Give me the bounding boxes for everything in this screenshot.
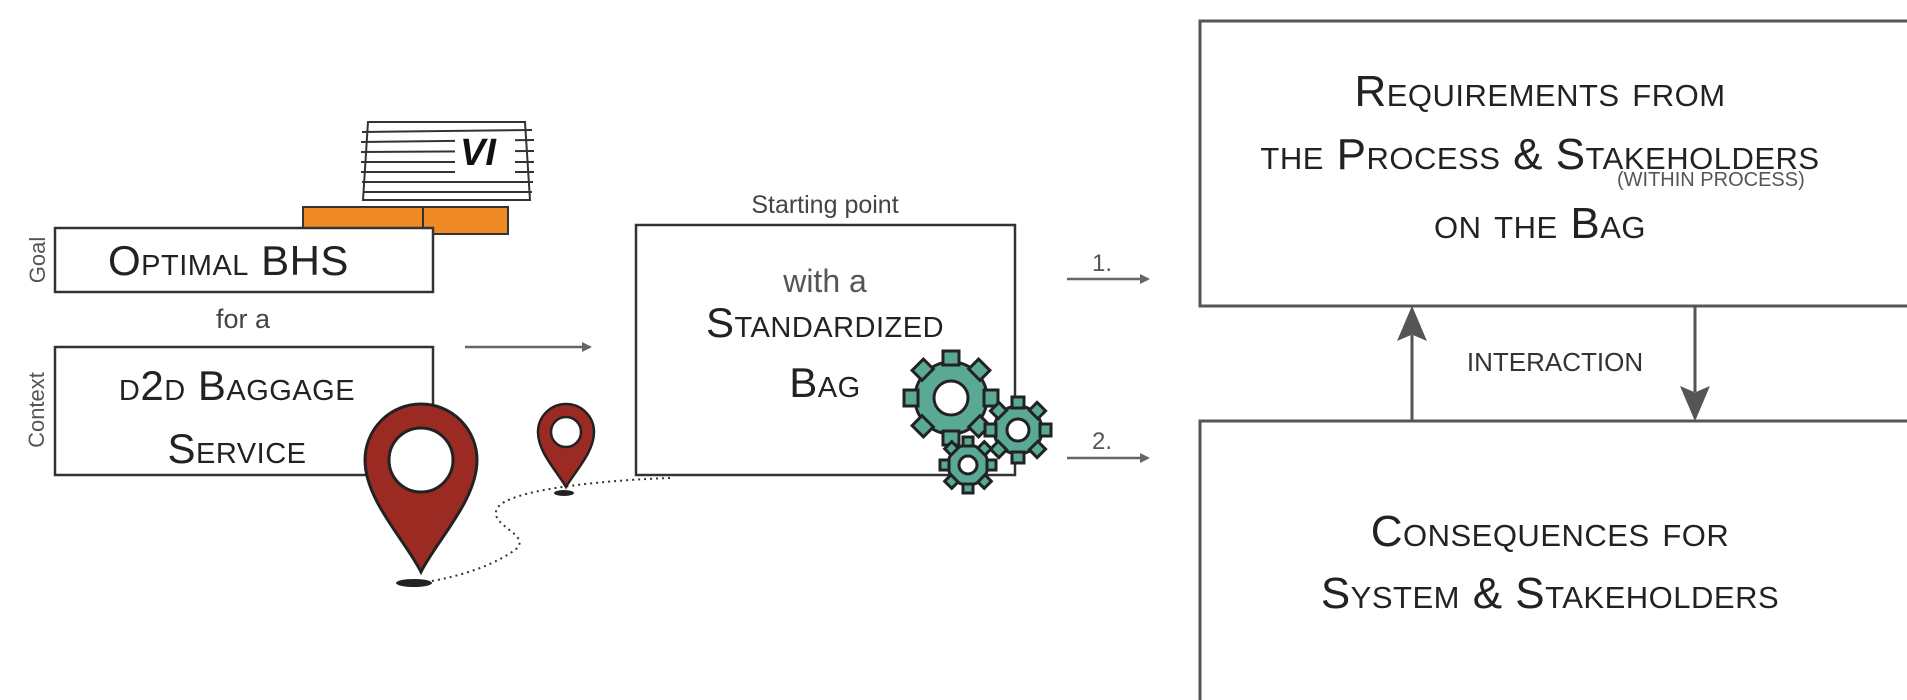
large-location-pin-icon xyxy=(363,402,479,587)
requirements-line-3: on the Bag xyxy=(1433,199,1647,248)
consequences-line-1: Consequences for xyxy=(1370,507,1730,556)
requirements-box xyxy=(1198,19,1907,308)
consequences-box xyxy=(1198,419,1907,700)
step-2-label: 2. xyxy=(1092,428,1113,455)
gears-icon xyxy=(902,349,1053,495)
requirements-line-1: Requirements from xyxy=(1354,67,1726,116)
goal-axis-label: Goal xyxy=(25,236,50,284)
requirements-note: (WITHIN PROCESS) xyxy=(1617,169,1805,191)
interaction-label: INTERACTION xyxy=(1466,347,1644,377)
goal-text: Optimal BHS xyxy=(108,237,349,284)
starting-point-caption: Starting point xyxy=(751,191,899,219)
context-axis-label: Context xyxy=(24,372,49,448)
context-line-1: d2d Baggage xyxy=(118,362,356,409)
context-line-2: Service xyxy=(167,425,307,472)
starting-point-line-1: with a xyxy=(783,263,867,299)
logo-text: VI xyxy=(460,132,496,174)
requirements-line-2: the Process & Stakeholders xyxy=(1260,130,1820,179)
baggage-system-logo-icon xyxy=(302,121,535,235)
goal-box xyxy=(53,226,435,294)
step-1-label: 1. xyxy=(1092,250,1113,277)
consequences-line-2: System & Stakeholders xyxy=(1320,569,1780,618)
for-a-connector: for a xyxy=(215,304,271,334)
starting-point-line-2: Standardized xyxy=(705,299,945,346)
interaction-arrows xyxy=(1397,305,1710,422)
small-location-pin-icon xyxy=(536,402,596,496)
starting-point-line-3: Bag xyxy=(789,359,861,406)
